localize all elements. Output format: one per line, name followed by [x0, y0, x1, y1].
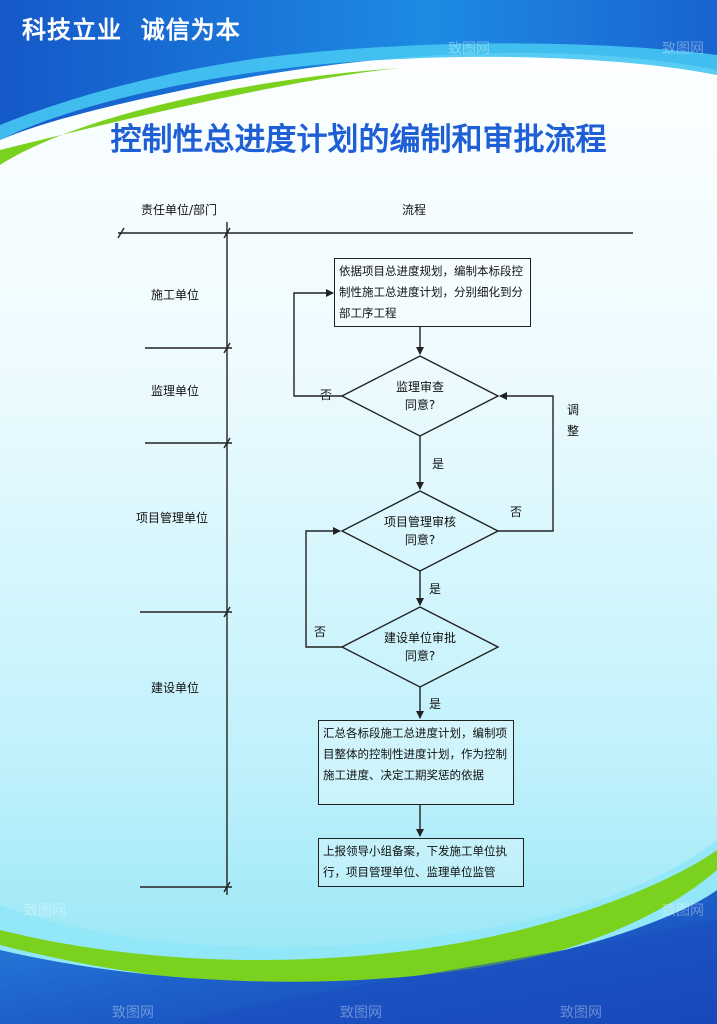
watermark: 致图网: [448, 41, 490, 57]
column-header-flow: 流程: [402, 203, 427, 217]
decision-line: 建设单位审批: [383, 631, 456, 645]
slogan: 科技立业 诚信为本: [22, 16, 241, 44]
edge-label-adjust: 调: [567, 403, 580, 417]
decision-line: 监理审查: [395, 380, 444, 394]
decision-owner-approval: 建设单位审批 同意?: [350, 629, 490, 665]
decision-line: 同意?: [404, 398, 436, 412]
edge-label-yes: 是: [432, 457, 445, 471]
lane-label: 建设单位: [150, 681, 199, 695]
watermark: 致图网: [340, 1005, 382, 1021]
watermark: 致图网: [662, 41, 704, 57]
decision-project-management-review: 项目管理审核 同意?: [350, 513, 490, 549]
decision-line: 同意?: [404, 649, 436, 663]
process-step-report-file: 上报领导小组备案，下发施工单位执行，项目管理单位、监理单位监管: [318, 838, 524, 887]
edge-label-no: 否: [314, 625, 327, 639]
page-title: 控制性总进度计划的编制和审批流程: [110, 122, 607, 158]
column-header-dept: 责任单位/部门: [141, 203, 218, 217]
lane-label: 项目管理单位: [135, 511, 208, 525]
decision-line: 同意?: [404, 533, 436, 547]
process-step-compile-plan: 依据项目总进度规划，编制本标段控制性施工总进度计划，分别细化到分部工序工程: [334, 258, 531, 327]
decision-line: 项目管理审核: [383, 515, 456, 529]
lane-label: 施工单位: [150, 288, 199, 302]
decision-supervisor-review: 监理审查 同意?: [360, 378, 480, 414]
edge-label-adjust: 整: [567, 424, 580, 438]
watermark: 致图网: [560, 1005, 602, 1021]
edge-label-no: 否: [320, 388, 333, 402]
edge-label-no: 否: [510, 505, 523, 519]
edge-label-yes: 是: [429, 697, 442, 711]
edge-label-yes: 是: [429, 582, 442, 596]
lane-label: 监理单位: [150, 384, 199, 398]
process-step-summarize-plan: 汇总各标段施工总进度计划，编制项目整体的控制性进度计划，作为控制施工进度、决定工…: [318, 720, 514, 805]
watermark: 致图网: [662, 903, 704, 919]
watermark: 致图网: [24, 903, 66, 919]
watermark: 致图网: [112, 1005, 154, 1021]
